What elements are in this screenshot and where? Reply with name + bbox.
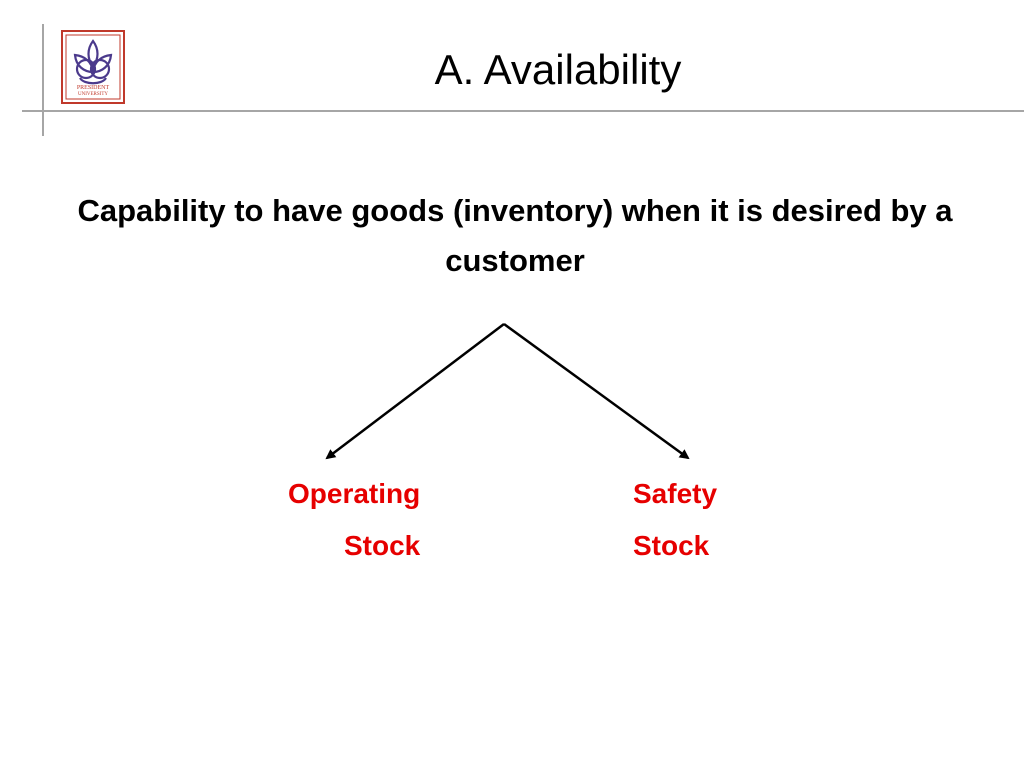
leaf-safety-stock-line1: Safety	[633, 478, 718, 509]
university-logo-icon: PRESIDENT UNIVERSITY	[61, 30, 125, 104]
logo-text-line2: UNIVERSITY	[78, 92, 108, 97]
leaf-operating-stock: Operating Stock	[288, 468, 420, 572]
arrow-left	[325, 323, 505, 460]
leaf-operating-stock-line2: Stock	[344, 530, 421, 561]
slide-title: A. Availability	[434, 46, 682, 93]
leaf-operating-stock-line1: Operating	[288, 478, 421, 509]
vertical-divider	[42, 24, 44, 136]
leaf-safety-stock-line2: Stock	[633, 530, 710, 561]
slide-subtitle: Capability to have goods (inventory) whe…	[77, 193, 953, 278]
logo-text-line1: PRESIDENT	[77, 85, 110, 91]
arrow-right	[503, 322, 690, 460]
horizontal-divider	[22, 110, 1024, 112]
leaf-safety-stock: Safety Stock	[633, 468, 717, 572]
